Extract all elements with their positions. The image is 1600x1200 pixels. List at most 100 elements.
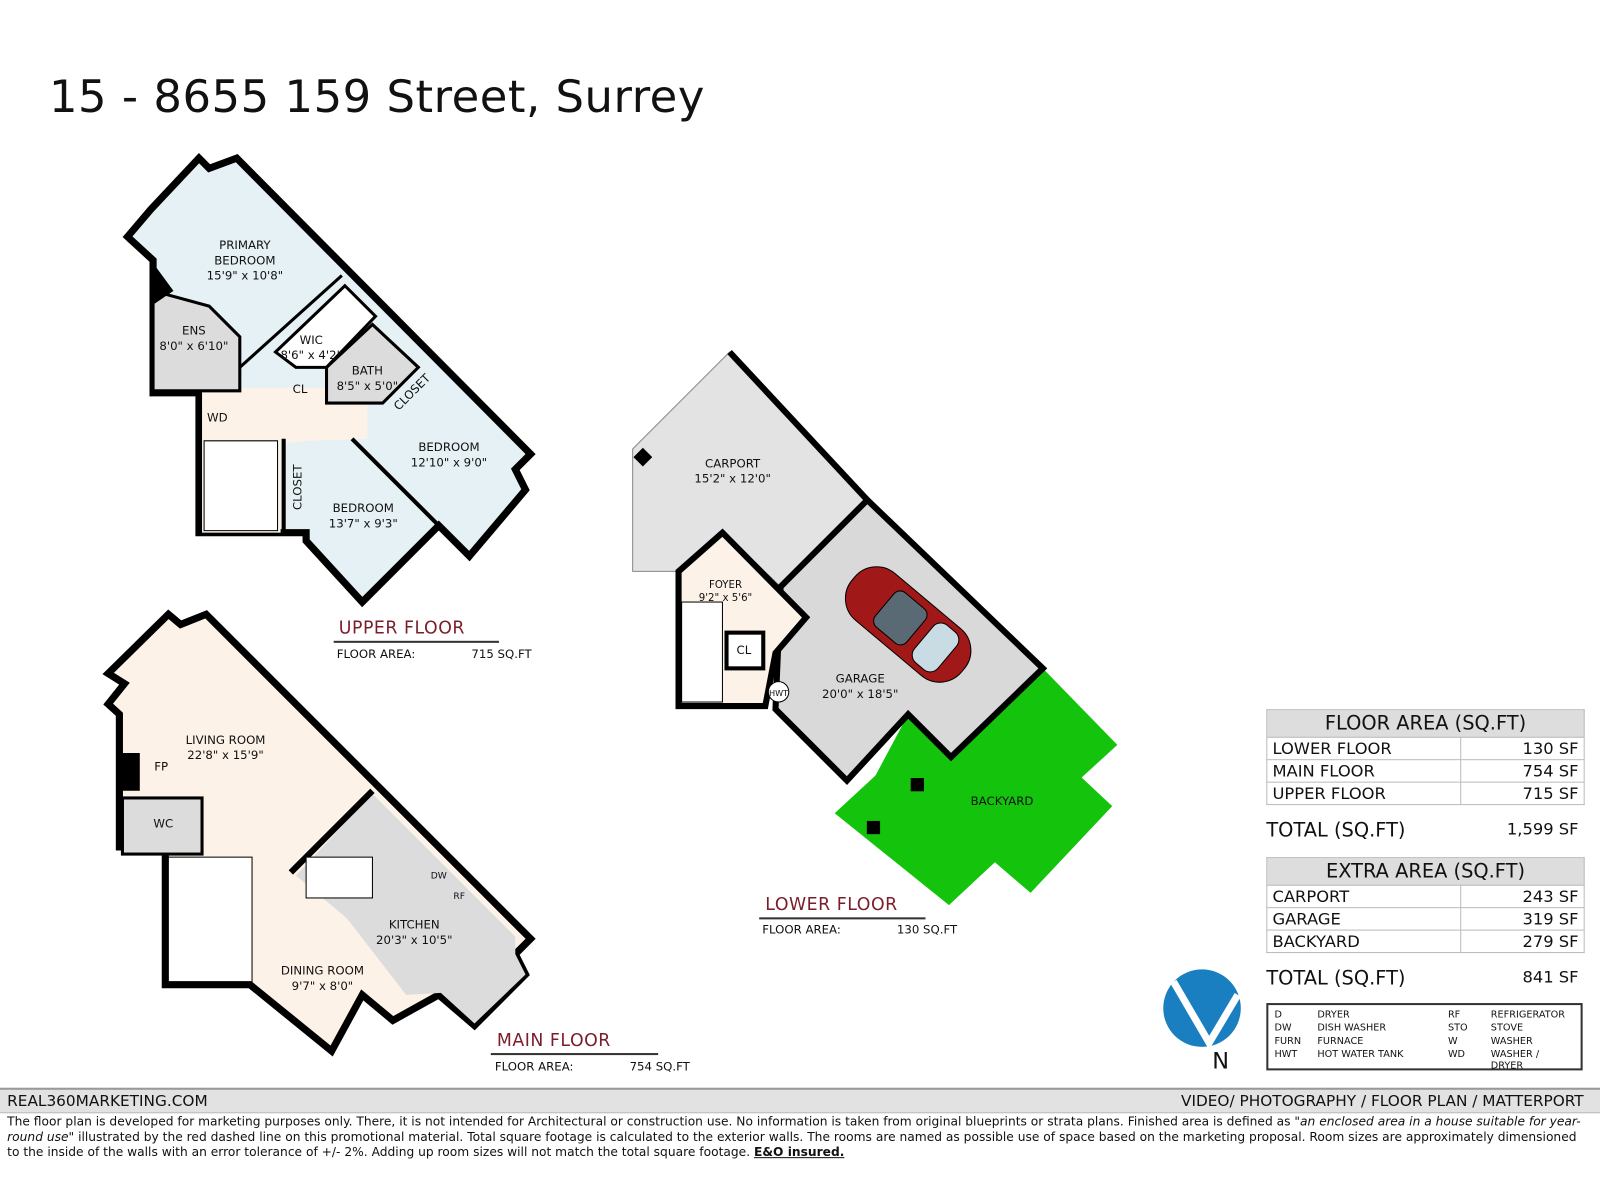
eo-insured: E&O insured.	[753, 1144, 845, 1160]
legend-code: RF	[1447, 1009, 1461, 1021]
legend-code: STO	[1447, 1022, 1468, 1034]
row-value: 754 SF	[1460, 759, 1585, 783]
legend-code: W	[1447, 1035, 1458, 1047]
room-name: BATH	[351, 363, 383, 378]
disclaimer: The floor plan is developed for marketin…	[7, 1114, 1589, 1160]
hot-water-tank	[767, 681, 790, 703]
total-label: TOTAL (SQ.FT)	[1266, 819, 1406, 842]
room-name: BEDROOM	[332, 501, 394, 516]
legend-code: HWT	[1274, 1048, 1298, 1061]
kitchen-area	[295, 793, 526, 1024]
post	[633, 447, 653, 467]
room-size: 15'2" x 12'0"	[694, 471, 771, 486]
row-label: GARAGE	[1266, 907, 1462, 931]
divider	[333, 640, 499, 643]
divider	[490, 1053, 659, 1056]
legend-meaning: STOVE	[1490, 1022, 1524, 1034]
closet-lower	[724, 630, 766, 671]
tag-closet: CL	[736, 642, 752, 658]
compass-icon	[1163, 969, 1241, 1050]
row-label: MAIN FLOOR	[1266, 759, 1462, 783]
room-name: KITCHEN	[388, 917, 440, 932]
row-label: BACKYARD	[1266, 929, 1462, 954]
legend-meaning: REFRIGERATOR	[1490, 1009, 1565, 1021]
extra-area-total: TOTAL (SQ.FT) 841 SF	[1266, 967, 1578, 989]
room-name: ENS	[182, 323, 206, 338]
disclaimer-text: The floor plan is developed for marketin…	[7, 1114, 1295, 1129]
room-size: 15'9" x 10'8"	[206, 268, 284, 283]
disclaimer-quote: "an enclosed area in a house suitable fo…	[7, 1114, 1581, 1144]
fireplace-block	[119, 753, 140, 791]
legend-code: D	[1274, 1009, 1282, 1021]
page-title: 15 - 8655 159 Street, Surrey	[48, 71, 705, 124]
legend-meaning: DISH WASHER	[1317, 1022, 1387, 1034]
room-name: GARAGE	[835, 671, 885, 686]
lower-floor-name: LOWER FLOOR	[765, 894, 898, 916]
upper-floor-area-label: FLOOR AREA:	[336, 646, 416, 662]
post	[910, 778, 924, 792]
row-value: 279 SF	[1460, 929, 1585, 954]
main-floor-plan	[102, 609, 536, 1057]
tag-refrigerator: RF	[453, 891, 466, 903]
room-name: DINING ROOM	[280, 963, 364, 978]
legend-meaning: WASHER	[1490, 1035, 1533, 1047]
row-label: UPPER FLOOR	[1266, 781, 1462, 806]
legend-meaning: HOT WATER TANK	[1317, 1048, 1404, 1061]
lower-floor-plan	[632, 349, 1118, 906]
room-size: 8'0" x 6'10"	[159, 338, 229, 354]
main-floor-area-value: 754 SQ.FT	[629, 1059, 690, 1074]
total-value: 1,599 SF	[1506, 819, 1579, 839]
room-size: 8'6" x 4'2"	[280, 347, 342, 363]
upper-floor-plan	[122, 153, 536, 608]
tag-washer-dryer: WD	[207, 410, 228, 425]
divider	[759, 917, 926, 920]
row-value: 715 SF	[1460, 781, 1585, 806]
website-link[interactable]: REAL360MARKETING.COM	[7, 1091, 208, 1111]
room-name: PRIMARY BEDROOM	[214, 237, 276, 268]
room-size: 20'3" x 10'5"	[376, 932, 453, 947]
tag-wc: WC	[153, 816, 174, 831]
lower-floor-area-value: 130 SQ.FT	[896, 922, 958, 937]
room-name: WIC	[299, 332, 323, 347]
room-size: 8'5" x 5'0"	[336, 378, 399, 393]
backyard-area	[834, 668, 1118, 906]
row-label: LOWER FLOOR	[1266, 736, 1462, 761]
stairs-lower	[681, 601, 723, 703]
row-value: 319 SF	[1460, 907, 1585, 931]
kitchen-island	[305, 856, 373, 899]
total-value: 841 SF	[1522, 967, 1579, 987]
table-header: EXTRA AREA (SQ.FT)	[1266, 857, 1585, 886]
footer-band: REAL360MARKETING.COM VIDEO/ PHOTOGRAPHY …	[0, 1087, 1600, 1114]
total-label: TOTAL (SQ.FT)	[1266, 967, 1406, 990]
compass-north-label: N	[1212, 1048, 1230, 1075]
room-name: CARPORT	[705, 456, 761, 471]
tag-dishwasher: DW	[430, 871, 447, 882]
tag-fireplace: FP	[154, 759, 169, 774]
stairs-upper	[203, 440, 279, 532]
wic-room	[273, 283, 378, 369]
room-size: 22'8" x 15'9"	[187, 747, 264, 763]
main-floor-area-label: FLOOR AREA:	[494, 1059, 574, 1074]
tag-closet: CL	[292, 381, 308, 396]
services-text: VIDEO/ PHOTOGRAPHY / FLOOR PLAN / MATTER…	[1180, 1091, 1584, 1111]
room-name: LIVING ROOM	[185, 732, 266, 747]
floor-area-total: TOTAL (SQ.FT) 1,599 SF	[1266, 819, 1578, 841]
room-size: 9'2" x 5'6"	[698, 592, 753, 605]
legend-code: DW	[1274, 1022, 1292, 1034]
